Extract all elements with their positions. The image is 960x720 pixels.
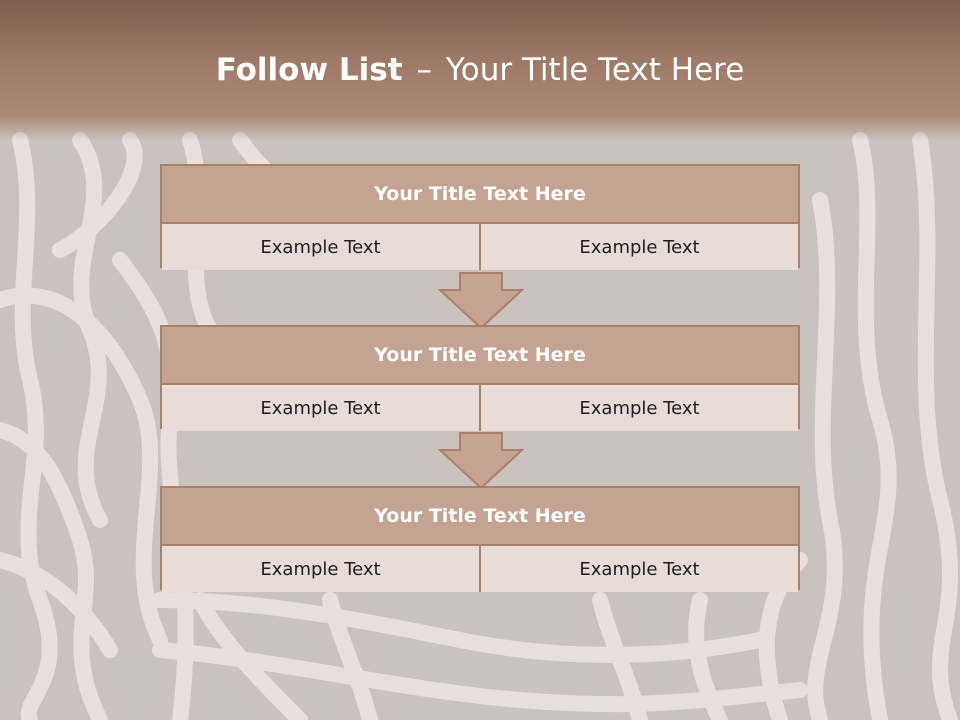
list-block-1: Your Title Text Here Example Text Exampl… bbox=[160, 164, 800, 270]
block-cell-right: Example Text bbox=[479, 224, 798, 270]
block-title: Your Title Text Here bbox=[162, 327, 798, 385]
block-cell-right: Example Text bbox=[479, 385, 798, 431]
block-cell-left: Example Text bbox=[162, 385, 479, 431]
block-title: Your Title Text Here bbox=[162, 166, 798, 224]
title-bold-text: Follow List bbox=[215, 52, 403, 88]
block-row: Example Text Example Text bbox=[162, 385, 798, 431]
block-row: Example Text Example Text bbox=[162, 224, 798, 270]
title-dash: – bbox=[416, 52, 433, 88]
list-block-2: Your Title Text Here Example Text Exampl… bbox=[160, 325, 800, 431]
block-cell-left: Example Text bbox=[162, 546, 479, 592]
list-block-3: Your Title Text Here Example Text Exampl… bbox=[160, 486, 800, 592]
title-rest-text: Your Title Text Here bbox=[445, 52, 745, 88]
down-arrow-icon bbox=[438, 432, 524, 490]
down-arrow-icon bbox=[438, 272, 524, 330]
slide-title: Follow List– Your Title Text Here bbox=[0, 52, 960, 88]
title-bar: Follow List– Your Title Text Here bbox=[0, 0, 960, 140]
block-title: Your Title Text Here bbox=[162, 488, 798, 546]
block-cell-right: Example Text bbox=[479, 546, 798, 592]
block-cell-left: Example Text bbox=[162, 224, 479, 270]
block-row: Example Text Example Text bbox=[162, 546, 798, 592]
